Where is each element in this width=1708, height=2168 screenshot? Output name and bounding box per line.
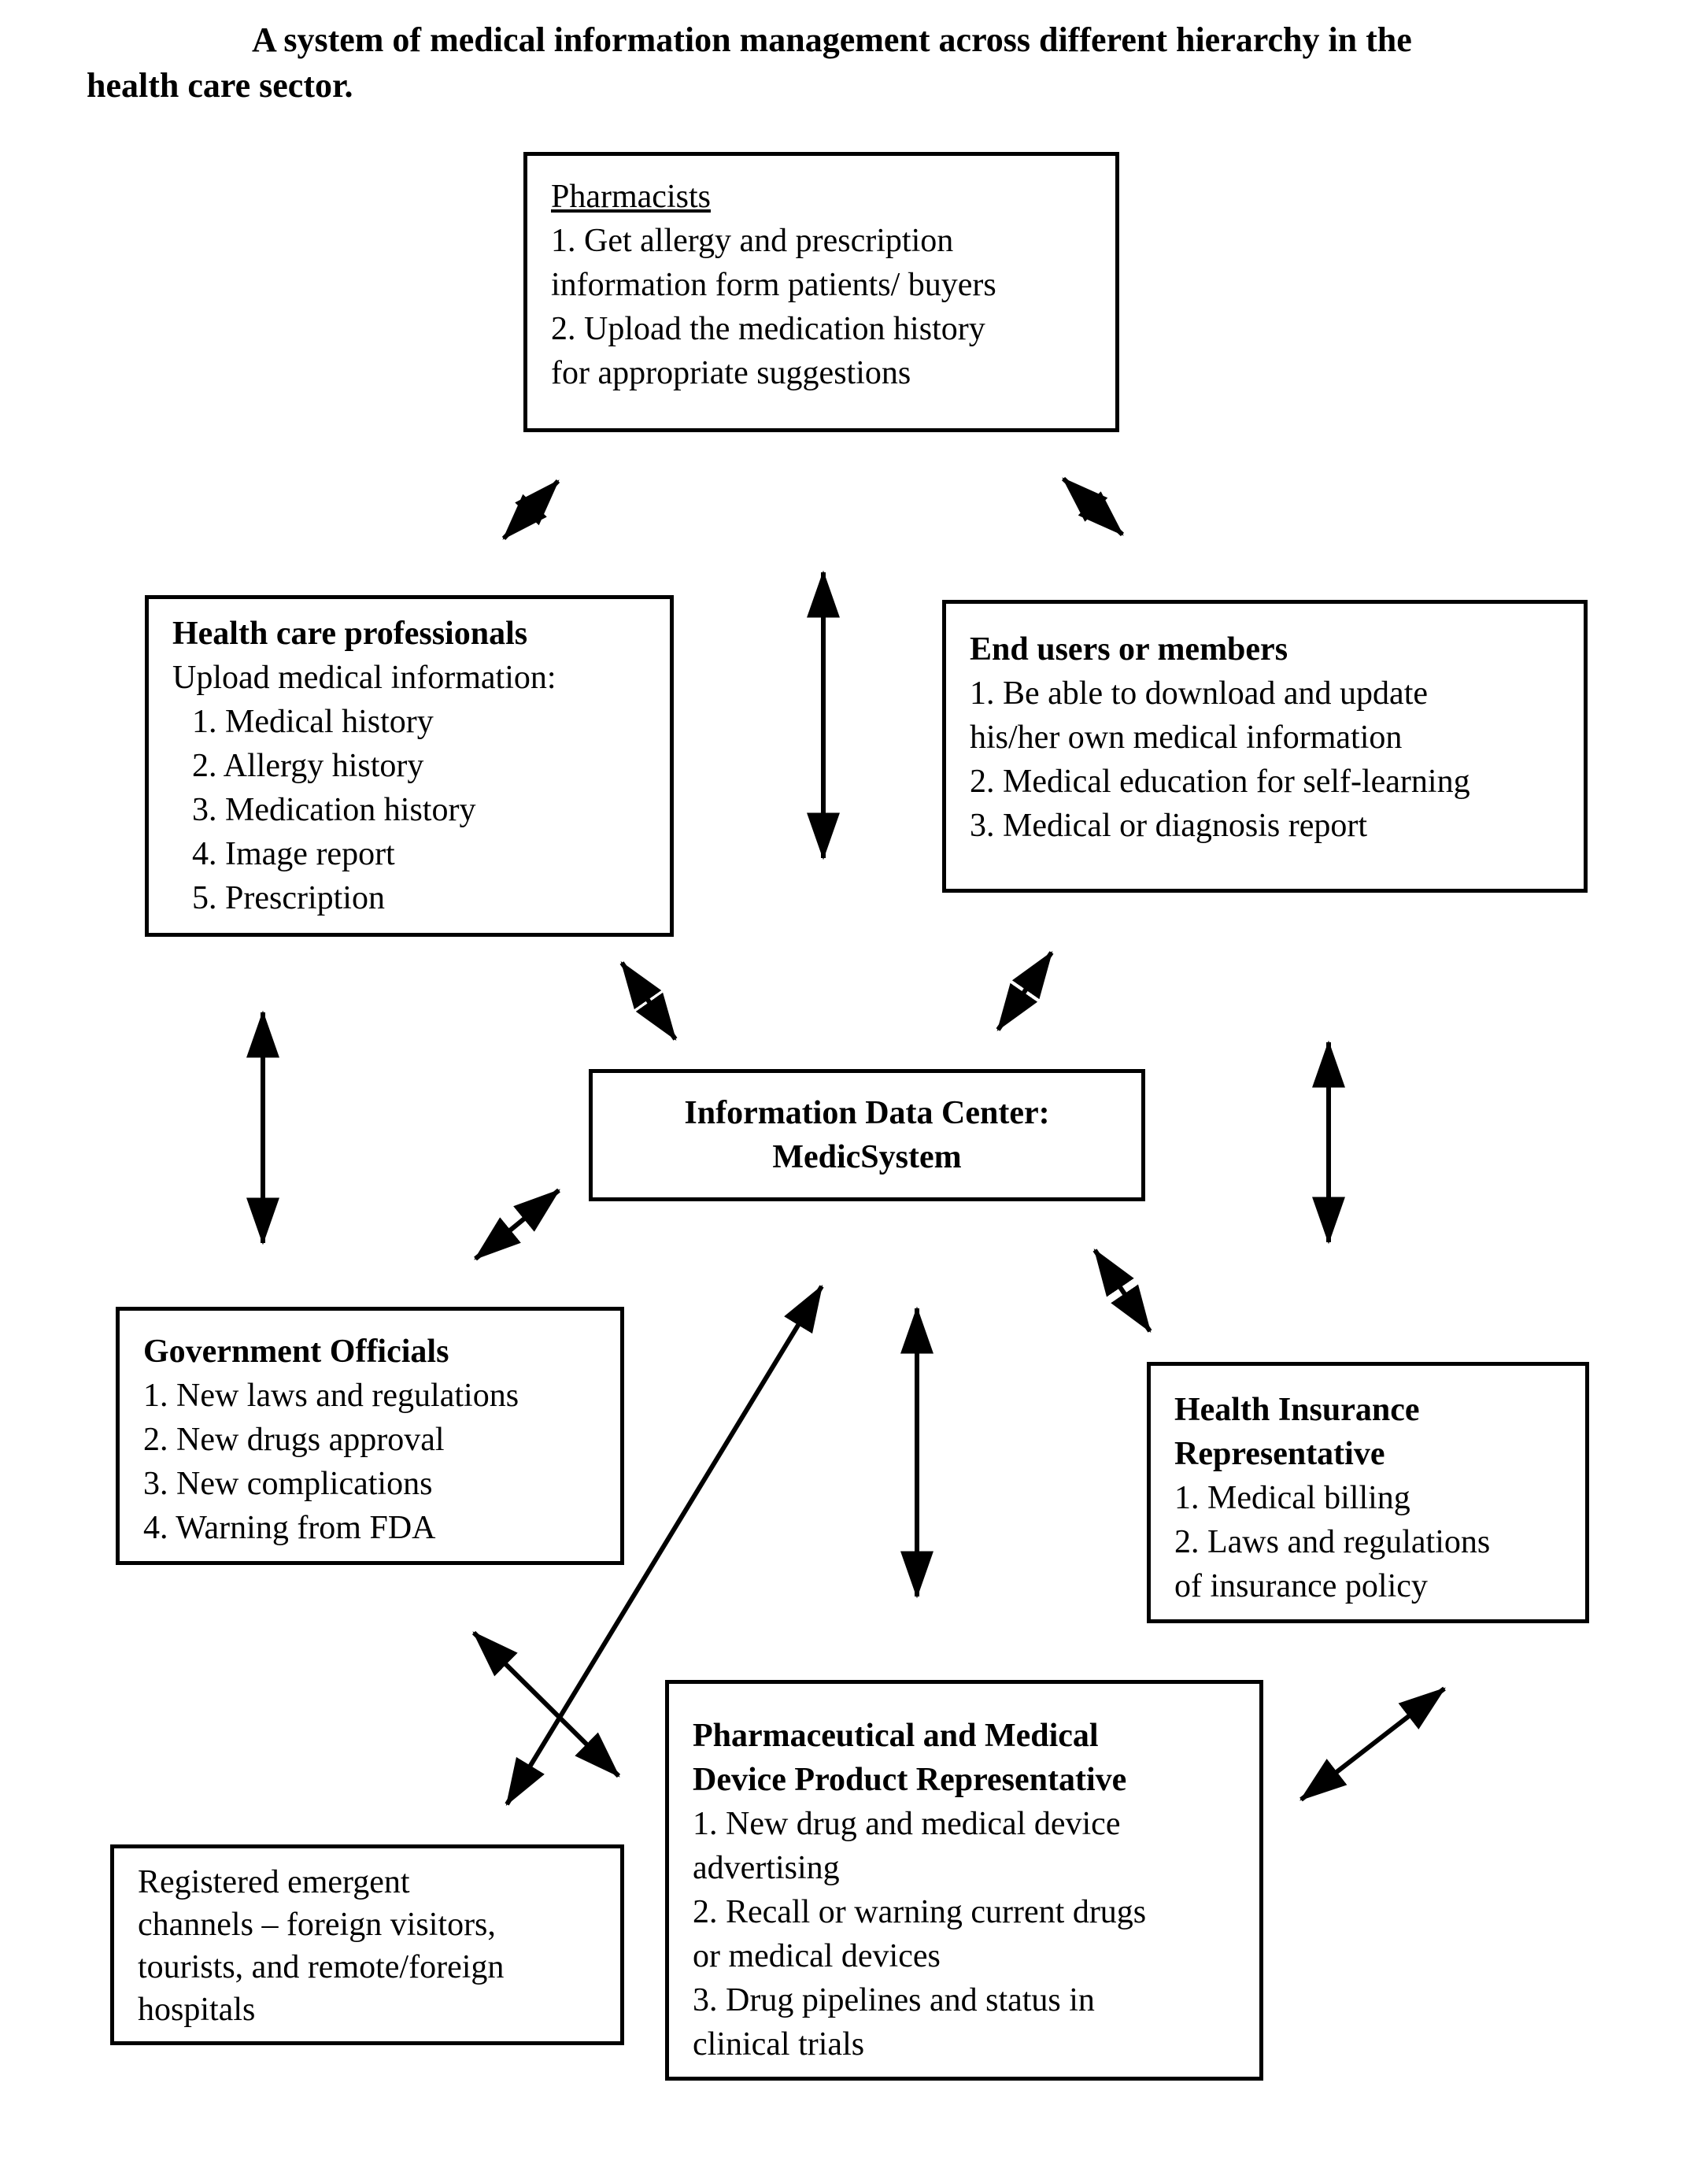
node-end-users-title: End users or members xyxy=(970,631,1288,668)
node-insurance-title-line2: Representative xyxy=(1174,1436,1385,1472)
node-hcp-title: Health care professionals xyxy=(172,616,528,652)
text-line: 1. Be able to download and update xyxy=(970,675,1429,712)
node-pharma-title-line1: Pharmaceutical and Medical xyxy=(693,1718,1099,1754)
node-government-title: Government Officials xyxy=(143,1334,449,1370)
text-line: 3. New complications xyxy=(143,1466,433,1502)
text-line: 2. Recall or warning current drugs xyxy=(693,1894,1147,1930)
arrow-pharmacists-endusers xyxy=(1061,476,1125,537)
arrow-healthcare-datacenter xyxy=(619,961,678,1041)
text-line: 1. Get allergy and prescription xyxy=(551,223,954,259)
node-government-officials: Government Officials 1. New laws and reg… xyxy=(116,1307,624,1565)
text-line: 4. Warning from FDA xyxy=(143,1510,436,1546)
text-line: advertising xyxy=(693,1850,840,1886)
arrow-government-datacenter xyxy=(474,1188,560,1261)
arrow-insurance-pharmarep xyxy=(1299,1686,1446,1802)
text-line: 3. Medical or diagnosis report xyxy=(970,808,1368,844)
node-pharma-title-line2: Device Product Representative xyxy=(693,1762,1127,1798)
text-line: 2. Upload the medication history xyxy=(551,311,985,347)
arrow-endusers-datacenter xyxy=(996,951,1054,1031)
node-insurance-title-line1: Health Insurance xyxy=(1174,1392,1420,1428)
node-pharmacists: Pharmacists 1. Get allergy and prescript… xyxy=(523,152,1119,432)
arrow-pharmacists-healthcare xyxy=(501,479,560,541)
node-pharma-device-rep: Pharmaceutical and Medical Device Produc… xyxy=(665,1680,1263,2081)
text-line: 3. Drug pipelines and status in xyxy=(693,1982,1095,2018)
text-line: channels – foreign visitors, xyxy=(138,1907,496,1943)
text-line: for appropriate suggestions xyxy=(551,355,911,391)
node-hcp-subtitle: Upload medical information: xyxy=(172,660,556,696)
node-end-users: End users or members 1. Be able to downl… xyxy=(942,600,1588,893)
text-line: hospitals xyxy=(138,1992,256,2028)
text-line: or medical devices xyxy=(693,1938,941,1974)
node-pharmacists-title: Pharmacists xyxy=(551,179,711,215)
text-line: of insurance policy xyxy=(1174,1568,1428,1604)
text-line: Registered emergent xyxy=(138,1864,410,1900)
list-item: 3. Medication history xyxy=(192,792,476,828)
node-health-insurance: Health Insurance Representative 1. Medic… xyxy=(1147,1362,1589,1623)
node-health-care-professionals: Health care professionals Upload medical… xyxy=(145,595,674,937)
node-data-center-line2: MedicSystem xyxy=(772,1139,962,1175)
page-title-line1: A system of medical information manageme… xyxy=(252,20,1412,59)
list-item: 2. Allergy history xyxy=(192,748,424,784)
list: 1. Medical history 2. Allergy history 3.… xyxy=(172,700,646,920)
node-data-center-line1: Information Data Center: xyxy=(684,1095,1050,1131)
text-line: information form patients/ buyers xyxy=(551,267,996,303)
arrow-government-pharmarep xyxy=(471,1630,621,1778)
text-line: 1. Medical billing xyxy=(1174,1480,1410,1516)
node-registered-channels: Registered emergent channels – foreign v… xyxy=(110,1844,624,2045)
text-line: 1. New laws and regulations xyxy=(143,1378,519,1414)
text-line: clinical trials xyxy=(693,2026,865,2063)
text-line: tourists, and remote/foreign xyxy=(138,1949,505,1985)
text-line: 2. Medical education for self-learning xyxy=(970,764,1470,800)
list-item: 5. Prescription xyxy=(192,880,385,916)
list-item: 1. Medical history xyxy=(192,704,434,740)
page-title: A system of medical information manageme… xyxy=(87,17,1582,109)
page-title-line2: health care sector. xyxy=(87,66,353,105)
list-item: 4. Image report xyxy=(192,836,395,872)
text-line: 1. New drug and medical device xyxy=(693,1806,1121,1842)
text-line: his/her own medical information xyxy=(970,720,1403,756)
node-information-data-center: Information Data Center: MedicSystem xyxy=(589,1069,1145,1201)
text-line: 2. Laws and regulations xyxy=(1174,1524,1491,1560)
arrow-datacenter-insurance xyxy=(1092,1249,1152,1333)
text-line: 2. New drugs approval xyxy=(143,1422,445,1458)
